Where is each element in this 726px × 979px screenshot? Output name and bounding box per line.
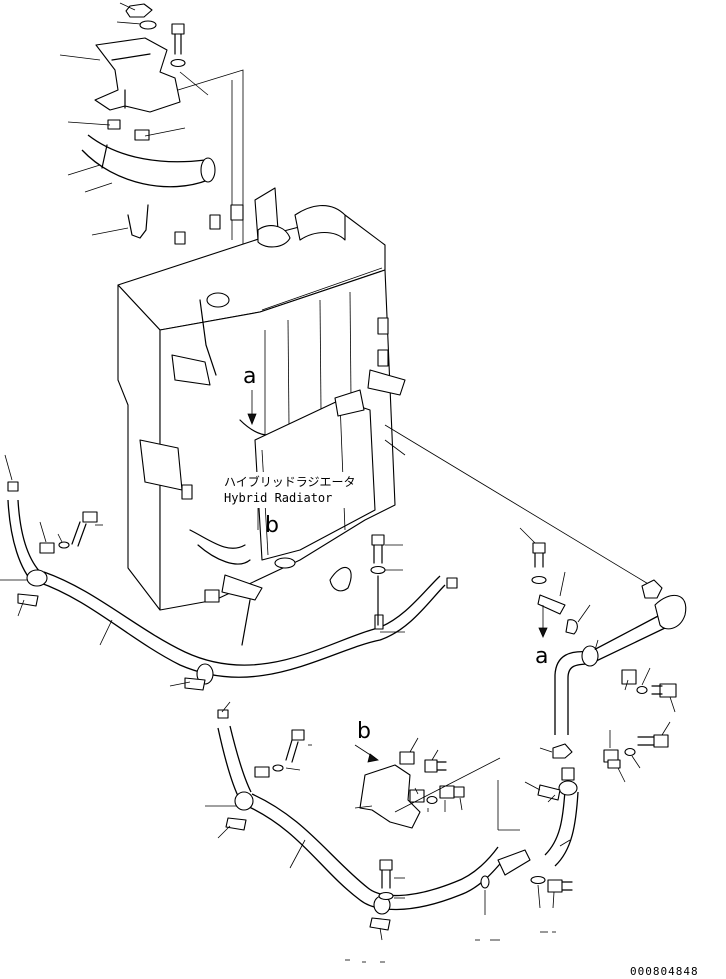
right-hose-group: a xyxy=(519,527,687,735)
lower-right-hose-group xyxy=(480,721,671,915)
bracket-b-group: b xyxy=(354,719,501,829)
reference-marks-radiator: a b xyxy=(243,364,279,538)
callout-english: Hybrid Radiator xyxy=(224,491,332,505)
left-hose-group xyxy=(0,454,458,719)
bottom-marks xyxy=(345,931,556,963)
callout-japanese: ハイブリッドラジエータ xyxy=(224,474,356,489)
ref-b-label-radiator: b xyxy=(265,513,279,538)
lower-left-hose-group xyxy=(205,701,506,941)
ref-b-label-bracket: b xyxy=(357,719,371,744)
ref-a-label-radiator: a xyxy=(243,364,256,389)
radiator-assembly xyxy=(117,187,651,646)
top-bracket-assembly xyxy=(59,2,244,245)
hybrid-radiator-callout: ハイブリッドラジエータ Hybrid Radiator xyxy=(222,472,356,508)
drawing-number: 000804848 xyxy=(630,965,699,978)
ref-a-label-right: a xyxy=(535,644,548,669)
